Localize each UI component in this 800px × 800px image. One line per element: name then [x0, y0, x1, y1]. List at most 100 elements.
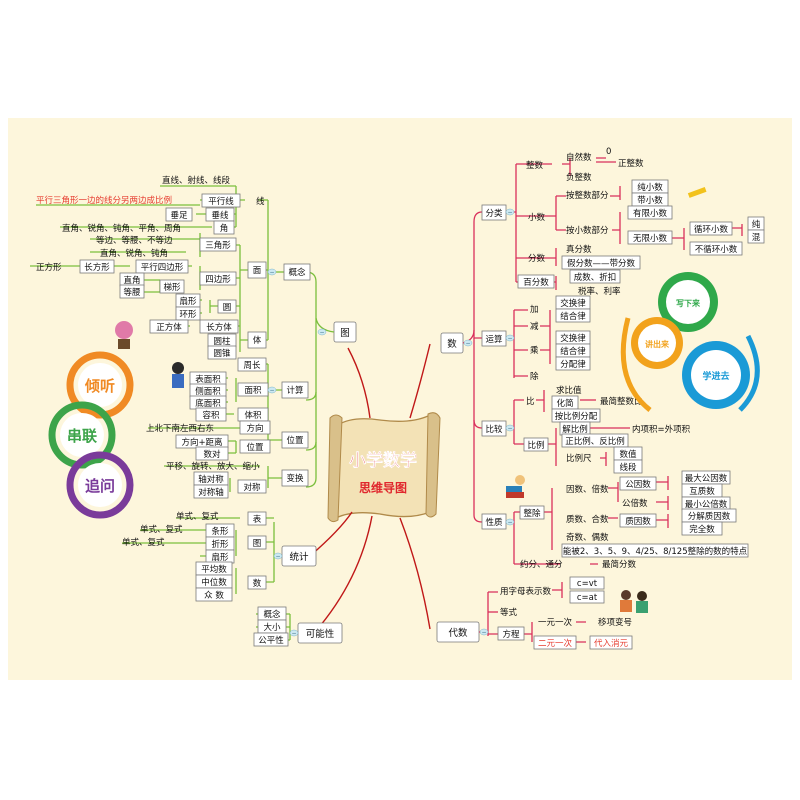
main-branches-algebra-label: 代数: [448, 627, 468, 639]
toggle-symbol-label: −: [465, 340, 470, 347]
right-sub-label: 减: [530, 321, 539, 332]
left-sector-label: 扇形: [179, 296, 197, 307]
node-mean: 平均数: [195, 561, 233, 576]
right-substitute-label: 代入消元: [594, 638, 629, 649]
motto-circles-2-label: 追问: [85, 477, 115, 495]
toggle-calc: −: [267, 386, 277, 394]
node-bar: 条形: [205, 523, 235, 538]
toggle-symbol-label: −: [507, 519, 512, 526]
node-ring: 环形: [175, 306, 201, 321]
toggle-symbol-label: −: [319, 329, 324, 336]
left-isosceles-label: 等腰: [123, 287, 140, 298]
toggle-symbol-label: −: [481, 629, 486, 636]
toggle-concept: −: [267, 268, 277, 276]
toggle-symbol-label: −: [291, 630, 296, 637]
right-transpose-label: 移项变号: [598, 617, 632, 628]
left-symmetry-label: 对称: [243, 482, 261, 493]
right-zero-label: 0: [606, 147, 611, 157]
node-side-area: 侧面积: [189, 383, 227, 398]
node-parallelogram: 平行四边形: [135, 259, 189, 274]
right-scale-label: 比例尺: [566, 453, 592, 464]
node-line-scale: 线段: [613, 459, 643, 474]
toggle-graph: −: [317, 328, 327, 336]
node-mixed: 混: [747, 229, 765, 244]
node-symmetry: 对称: [237, 479, 267, 494]
node-volume: 体积: [237, 407, 269, 422]
left-ring-label: 环形: [179, 310, 197, 320]
node-perpendicular: 垂线: [205, 207, 235, 222]
node-pure: 纯: [747, 216, 765, 231]
right-cvt-label: c=vt: [577, 579, 598, 589]
node-comm-1: 交换律: [555, 295, 591, 310]
node-trapezoid: 梯形: [159, 279, 185, 294]
node-assoc-2: 结合律: [555, 343, 591, 358]
node-discount: 成数、折扣: [569, 269, 621, 284]
right-property-label: 性质: [485, 517, 503, 528]
right-add-label: 加: [530, 304, 539, 315]
node-solve-prop: 解比例: [559, 421, 591, 436]
right-coprime-label: 互质数: [689, 486, 715, 497]
node-transform: 变换: [281, 469, 309, 487]
right-algebra-letters-label: 用字母表示数: [500, 586, 552, 597]
gears-illustration: 写下来 讲出来 学进去: [620, 272, 760, 412]
left-concept-label: 概念: [288, 267, 306, 278]
right-perfect-label: 完全数: [689, 524, 715, 535]
branch-stats[interactable]: 统计: [281, 545, 317, 567]
node-surface-area: 表面积: [189, 371, 227, 386]
left-angle-label: 角: [220, 223, 229, 234]
node-circle: 圆: [217, 299, 237, 314]
main-branches-probability-label: 可能性: [306, 628, 335, 640]
left-parallel-note-label: 平行三角形一边的线分另两边成比例: [36, 195, 172, 206]
node-property: 性质: [481, 513, 507, 530]
center-title: 小学数学: [349, 450, 417, 471]
right-factor-multiple-label: 因数、倍数: [566, 484, 609, 495]
right-ratio-value-label: 求比值: [556, 385, 582, 396]
left-number-stats-label: 数: [253, 578, 262, 589]
left-position-label: 位置: [286, 435, 304, 446]
toggle-symbol-label: −: [507, 209, 512, 216]
toggle-symbol-label: −: [269, 269, 274, 276]
left-right-angle-label: 直角: [123, 275, 140, 286]
right-tree-labels: 分类 整数 自然数 0 正整数 负整数 小数 按整数部分 纯小数 带小数 按小数…: [481, 147, 765, 650]
node-cone: 圆锥: [207, 345, 237, 360]
right-line-scale-label: 线段: [619, 462, 637, 473]
right-commutative-label: 交换律: [560, 333, 586, 344]
branch-graph[interactable]: 图: [333, 321, 357, 343]
node-prob-concept: 概念: [257, 606, 287, 621]
node-perfect: 完全数: [681, 521, 723, 536]
toggle-number: −: [463, 339, 473, 347]
right-simplify-label: 化简: [556, 398, 573, 409]
motto-circles-0-label: 倾听: [84, 377, 115, 395]
branch-probability[interactable]: 可能性: [297, 622, 343, 644]
right-equation-eq-label: 等式: [500, 607, 518, 618]
node-lcm: 最小公倍数: [681, 496, 731, 511]
node-number-stats: 数: [247, 575, 267, 590]
left-tree-labels: 概念 线 直线、射线、线段 平行线 平行三角形一边的线分另两边成比例 垂线 垂足…: [36, 175, 311, 499]
node-cylinder: 圆柱: [207, 333, 237, 348]
left-dir-dist-label: 方向+距离: [181, 437, 222, 448]
branch-number[interactable]: 数: [440, 332, 464, 354]
toggle-stats: −: [273, 552, 283, 560]
node-surface: 面: [247, 261, 267, 279]
main-branches-stats-label: 统计: [289, 551, 309, 563]
right-compare-label: 比较: [485, 424, 503, 435]
node-dist: 分配律: [555, 356, 591, 371]
collapse-toggles[interactable]: − − − − − − − − − − −: [267, 208, 515, 637]
left-calc-label: 计算: [286, 385, 304, 396]
right-proportion-label: 比例: [527, 440, 544, 451]
toggle-symbol-label: −: [507, 335, 512, 342]
toggle-algebra: −: [479, 628, 489, 636]
branch-algebra[interactable]: 代数: [436, 621, 480, 643]
node-simplify: 化简: [551, 395, 579, 410]
node-stats-table: 表: [247, 511, 267, 526]
left-position-label: 位置: [246, 442, 264, 453]
right-solve-prop-label: 解比例: [562, 424, 588, 435]
node-perimeter: 周长: [237, 357, 267, 372]
node-concept: 概念: [283, 263, 311, 281]
left-angle-types-label: 直角、锐角、钝角、平角、周角: [62, 223, 181, 234]
node-base-area: 底面积: [189, 395, 227, 410]
left-surface-label: 面: [253, 266, 262, 276]
node-prime-factor: 质因数: [619, 513, 657, 528]
node-recurring: 循环小数: [689, 221, 733, 236]
right-prime-factor-label: 质因数: [625, 516, 651, 527]
